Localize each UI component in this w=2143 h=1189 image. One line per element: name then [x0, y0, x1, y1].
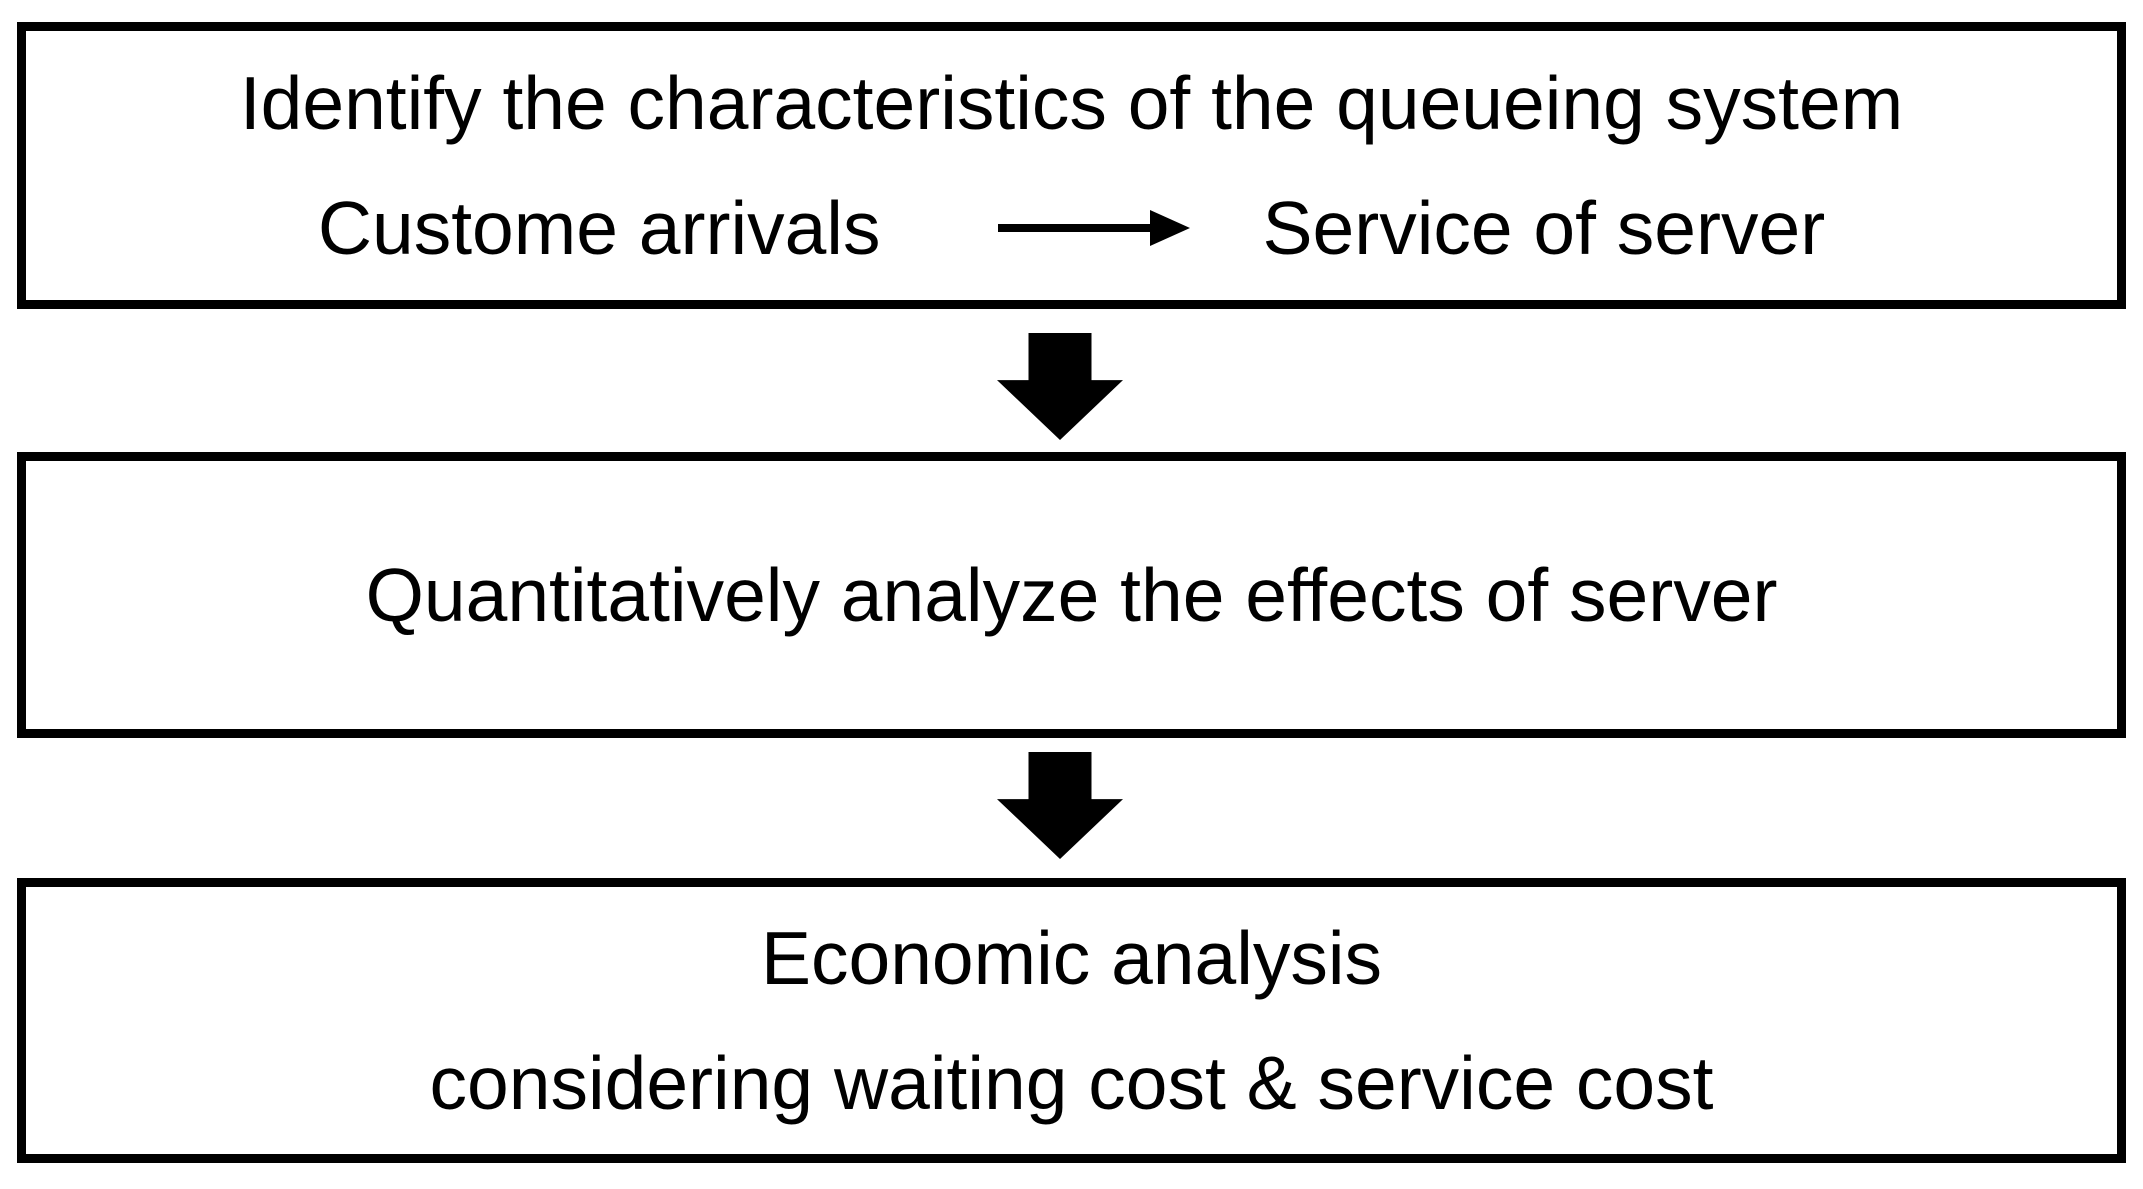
down-arrow-icon — [997, 333, 1123, 440]
customer-arrivals-label: Custome arrivals — [317, 185, 881, 270]
right-arrow-shaft — [998, 224, 1157, 232]
step-3-box: Economic analysis considering waiting co… — [17, 878, 2126, 1163]
step-2-title: Quantitatively analyze the effects of se… — [365, 552, 1778, 637]
right-arrow-head — [1150, 210, 1191, 246]
step-1-flow-row: Custome arrivals Service of server — [318, 166, 1825, 291]
down-arrow-icon — [997, 752, 1123, 859]
step-3-line1: Economic analysis — [760, 915, 1383, 1000]
step-3-line2: considering waiting cost & service cost — [429, 1040, 1714, 1125]
step-1-title: Identify the characteristics of the queu… — [239, 60, 1904, 145]
service-of-server-label: Service of server — [1262, 185, 1826, 270]
right-arrow-icon — [998, 210, 1191, 246]
step-2-box: Quantitatively analyze the effects of se… — [17, 452, 2126, 738]
step-1-box: Identify the characteristics of the queu… — [17, 22, 2126, 309]
